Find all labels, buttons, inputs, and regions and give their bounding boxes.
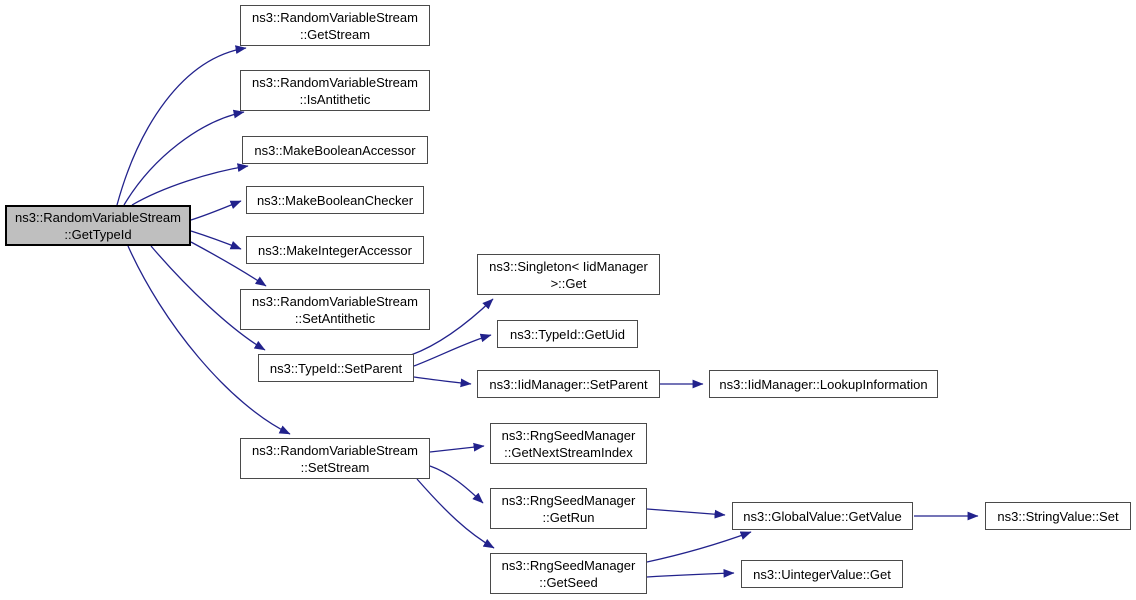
- node-getstream[interactable]: ns3::RandomVariableStream ::GetStream: [240, 5, 430, 46]
- edge-getrun-globalvaluegetvalue: [646, 508, 726, 519]
- node-typeidsetparent[interactable]: ns3::TypeId::SetParent: [258, 354, 414, 382]
- node-makebooleanchecker-label: ns3::MakeBooleanChecker: [256, 192, 414, 208]
- node-isantithetic-label: ns3::RandomVariableStream ::IsAntithetic: [252, 74, 418, 107]
- node-makebooleanaccessor-label: ns3::MakeBooleanAccessor: [254, 142, 416, 158]
- edge-gettypeid-getstream: [116, 45, 247, 206]
- node-globalvaluegetvalue-label: ns3::GlobalValue::GetValue: [743, 508, 902, 524]
- edge-typeidsetparent-singletonget: [410, 298, 494, 356]
- node-makebooleanaccessor[interactable]: ns3::MakeBooleanAccessor: [242, 136, 428, 164]
- node-singletonget-label: ns3::Singleton< IidManager >::Get: [489, 258, 648, 291]
- edge-getseed-globalvaluegetvalue: [646, 531, 752, 563]
- edge-gettypeid-isantithetic: [123, 109, 245, 206]
- node-iidmanagersetparent[interactable]: ns3::IidManager::SetParent: [477, 370, 660, 398]
- edge-gettypeid-makeintegeraccessor: [190, 230, 242, 250]
- edge-gettypeid-typeidsetparent: [150, 245, 266, 351]
- node-lookupinformation[interactable]: ns3::IidManager::LookupInformation: [709, 370, 938, 398]
- edge-setstream-getrun: [429, 465, 484, 504]
- node-makeintegeraccessor-label: ns3::MakeIntegerAccessor: [258, 242, 412, 258]
- node-typeidgetuid[interactable]: ns3::TypeId::GetUid: [497, 320, 638, 348]
- edge-getseed-uintegervalueget: [646, 568, 735, 578]
- node-getstream-label: ns3::RandomVariableStream ::GetStream: [252, 9, 418, 42]
- node-gettypeid: ns3::RandomVariableStream ::GetTypeId: [5, 205, 191, 246]
- node-getnextstreamindex[interactable]: ns3::RngSeedManager ::GetNextStreamIndex: [490, 423, 647, 464]
- node-typeidsetparent-label: ns3::TypeId::SetParent: [269, 360, 403, 376]
- edge-gettypeid-setstream: [127, 245, 291, 435]
- node-iidmanagersetparent-label: ns3::IidManager::SetParent: [489, 376, 648, 392]
- node-makebooleanchecker[interactable]: ns3::MakeBooleanChecker: [246, 186, 424, 214]
- node-stringvalueset-label: ns3::StringValue::Set: [997, 508, 1119, 524]
- edge-setstream-getnextstreamindex: [429, 442, 485, 453]
- edge-setstream-getseed: [416, 478, 495, 549]
- node-setstream-label: ns3::RandomVariableStream ::SetStream: [252, 442, 418, 475]
- node-singletonget[interactable]: ns3::Singleton< IidManager >::Get: [477, 254, 660, 295]
- node-stringvalueset[interactable]: ns3::StringValue::Set: [985, 502, 1131, 530]
- edge-gettypeid-makebooleanchecker: [190, 200, 242, 221]
- node-getrun[interactable]: ns3::RngSeedManager ::GetRun: [490, 488, 647, 529]
- edge-gettypeid-makebooleanaccessor: [131, 163, 249, 206]
- node-setantithetic[interactable]: ns3::RandomVariableStream ::SetAntitheti…: [240, 289, 430, 330]
- node-typeidgetuid-label: ns3::TypeId::GetUid: [510, 326, 625, 342]
- node-uintegervalueget[interactable]: ns3::UintegerValue::Get: [741, 560, 903, 588]
- node-setantithetic-label: ns3::RandomVariableStream ::SetAntitheti…: [252, 293, 418, 326]
- node-makeintegeraccessor[interactable]: ns3::MakeIntegerAccessor: [246, 236, 424, 264]
- node-getnextstreamindex-label: ns3::RngSeedManager ::GetNextStreamIndex: [501, 427, 636, 460]
- node-getrun-label: ns3::RngSeedManager ::GetRun: [501, 492, 636, 525]
- node-gettypeid-label: ns3::RandomVariableStream ::GetTypeId: [15, 209, 181, 242]
- node-lookupinformation-label: ns3::IidManager::LookupInformation: [719, 376, 928, 392]
- node-setstream[interactable]: ns3::RandomVariableStream ::SetStream: [240, 438, 430, 479]
- node-uintegervalueget-label: ns3::UintegerValue::Get: [753, 566, 891, 582]
- node-getseed-label: ns3::RngSeedManager ::GetSeed: [501, 557, 636, 590]
- node-globalvaluegetvalue[interactable]: ns3::GlobalValue::GetValue: [732, 502, 913, 530]
- edge-gettypeid-setantithetic: [190, 241, 267, 287]
- node-isantithetic[interactable]: ns3::RandomVariableStream ::IsAntithetic: [240, 70, 430, 111]
- node-getseed[interactable]: ns3::RngSeedManager ::GetSeed: [490, 553, 647, 594]
- edge-typeidsetparent-typeidgetuid: [413, 333, 492, 367]
- edge-typeidsetparent-iidmanagersetparent: [413, 376, 472, 388]
